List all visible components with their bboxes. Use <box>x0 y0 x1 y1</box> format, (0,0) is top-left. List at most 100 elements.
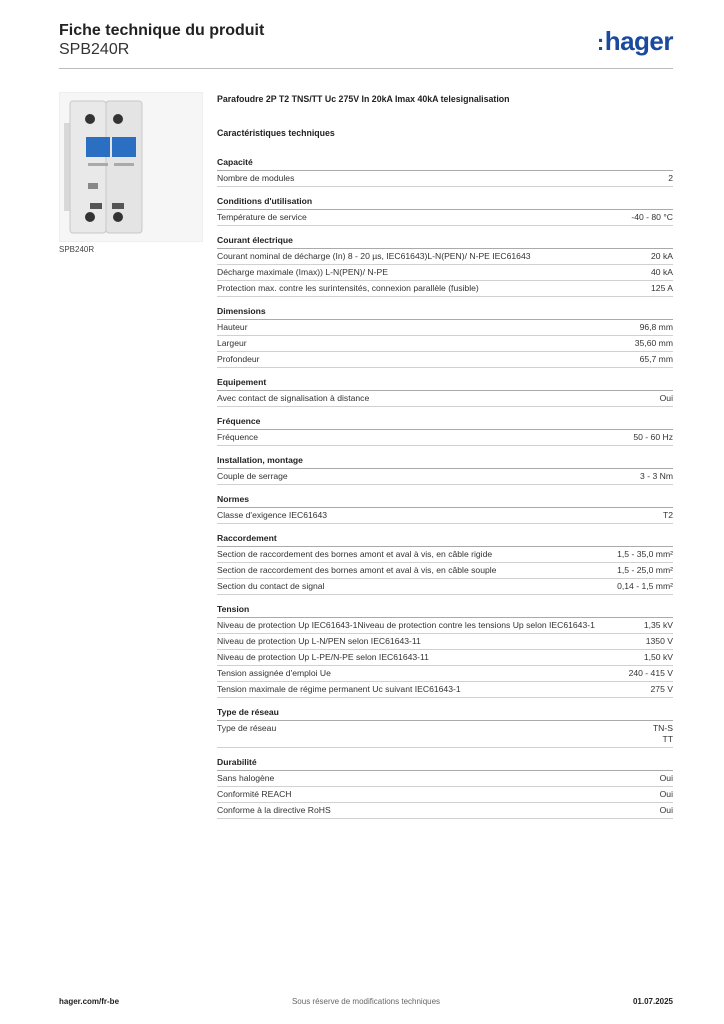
spec-value: 65,7 mm <box>639 354 673 364</box>
spec-label: Sans halogène <box>217 773 275 783</box>
spec-label: Profondeur <box>217 354 260 364</box>
spec-value: 50 - 60 Hz <box>633 432 673 442</box>
spec-label: Classe d'exigence IEC61643 <box>217 510 328 520</box>
tech-heading: Caractéristiques techniques <box>217 128 335 138</box>
spec-row: Niveau de protection Up L-PE/N-PE selon … <box>217 650 673 666</box>
spec-value: 1350 V <box>645 636 673 646</box>
section-title: Equipement <box>217 370 673 391</box>
section-title: Normes <box>217 487 673 508</box>
spec-row: Nombre de modules 2 <box>217 171 673 187</box>
hager-logo: :hager <box>596 26 674 56</box>
product-description: Parafoudre 2P T2 TNS/TT Uc 275V In 20kA … <box>217 94 510 104</box>
spec-row: Décharge maximale (Imax)) L-N(PEN)/ N-PE… <box>217 265 673 281</box>
spec-value: 3 - 3 Nm <box>640 471 673 481</box>
spec-label: Avec contact de signalisation à distance <box>217 393 370 403</box>
spec-label: Section de raccordement des bornes amont… <box>217 549 493 559</box>
spec-label: Nombre de modules <box>217 173 295 183</box>
spec-label: Type de réseau <box>217 723 277 733</box>
spec-row: Courant nominal de décharge (In) 8 - 20 … <box>217 249 673 265</box>
spec-label: Niveau de protection Up IEC61643-1Niveau… <box>217 620 595 630</box>
spec-label: Fréquence <box>217 432 259 442</box>
footer-website[interactable]: hager.com/fr-be <box>59 997 120 1006</box>
spec-row: Tension assignée d'emploi Ue 240 - 415 V <box>217 666 673 682</box>
spec-value: Oui <box>659 393 673 403</box>
spec-value: 1,35 kV <box>643 620 673 630</box>
spec-row: Hauteur 96,8 mm <box>217 320 673 336</box>
spec-row: Fréquence 50 - 60 Hz <box>217 430 673 446</box>
spec-label: Température de service <box>217 212 307 222</box>
spec-value: -40 - 80 °C <box>631 212 673 222</box>
spec-value: 40 kA <box>651 267 673 277</box>
section-title: Dimensions <box>217 299 673 320</box>
spec-label: Conformité REACH <box>217 789 292 799</box>
page-title: Fiche technique du produit <box>59 22 265 39</box>
spec-label: Section du contact de signal <box>217 581 325 591</box>
spec-value: 1,5 - 35,0 mm² <box>617 549 673 559</box>
section-title: Fréquence <box>217 409 673 430</box>
spec-row: Profondeur 65,7 mm <box>217 352 673 368</box>
spec-row: Conforme à la directive RoHS Oui <box>217 803 673 819</box>
spec-content: Parafoudre 2P T2 TNS/TT Uc 275V In 20kA … <box>217 94 673 819</box>
section-title: Raccordement <box>217 526 673 547</box>
spec-value: Oui <box>659 773 673 783</box>
spec-row: Protection max. contre les surintensités… <box>217 281 673 297</box>
spec-value: 275 V <box>650 684 673 694</box>
spec-value: 20 kA <box>651 251 673 261</box>
spec-label: Courant nominal de décharge (In) 8 - 20 … <box>217 251 531 261</box>
product-reference: SPB240R <box>59 41 130 58</box>
spec-row: Sans halogène Oui <box>217 771 673 787</box>
product-image <box>59 92 203 242</box>
spec-value: 96,8 mm <box>639 322 673 332</box>
spec-label: Décharge maximale (Imax)) L-N(PEN)/ N-PE <box>217 267 388 277</box>
spec-value: 1,5 - 25,0 mm² <box>617 565 673 575</box>
spec-label: Niveau de protection Up L-N/PEN selon IE… <box>217 636 421 646</box>
spec-label: Hauteur <box>217 322 248 332</box>
header-divider <box>59 68 673 69</box>
spec-row: Niveau de protection Up L-N/PEN selon IE… <box>217 634 673 650</box>
spec-value: Oui <box>659 805 673 815</box>
page-header: Fiche technique du produit SPB240R :hage… <box>59 20 674 64</box>
spec-value: 1,50 kV <box>643 652 673 662</box>
spec-row: Section du contact de signal 0,14 - 1,5 m… <box>217 579 673 595</box>
spec-row: Section de raccordement des bornes amont… <box>217 563 673 579</box>
spec-label: Tension maximale de régime permanent Uc … <box>217 684 461 694</box>
spec-value: 2 <box>668 173 673 183</box>
section-title: Type de réseau <box>217 700 673 721</box>
spec-value: 240 - 415 V <box>628 668 673 678</box>
spec-label: Tension assignée d'emploi Ue <box>217 668 331 678</box>
section-title: Tension <box>217 597 673 618</box>
spec-label: Section de raccordement des bornes amont… <box>217 565 497 575</box>
spec-value: 125 A <box>651 283 673 293</box>
spec-label: Niveau de protection Up L-PE/N-PE selon … <box>217 652 429 662</box>
spec-row: Température de service -40 - 80 °C <box>217 210 673 226</box>
footer-disclaimer: Sous réserve de modifications techniques <box>291 997 441 1006</box>
spec-row: Section de raccordement des bornes amont… <box>217 547 673 563</box>
section-title: Durabilité <box>217 750 673 771</box>
spec-label: Conforme à la directive RoHS <box>217 805 331 815</box>
spec-label: Largeur <box>217 338 247 348</box>
footer-date: 01.07.2025 <box>632 997 673 1006</box>
spec-row: Tension maximale de régime permanent Uc … <box>217 682 673 698</box>
section-title: Conditions d'utilisation <box>217 189 673 210</box>
spec-value: 0,14 - 1,5 mm² <box>617 581 673 591</box>
section-title: Installation, montage <box>217 448 673 469</box>
spec-row: Avec contact de signalisation à distance… <box>217 391 673 407</box>
section-title: Courant électrique <box>217 228 673 249</box>
